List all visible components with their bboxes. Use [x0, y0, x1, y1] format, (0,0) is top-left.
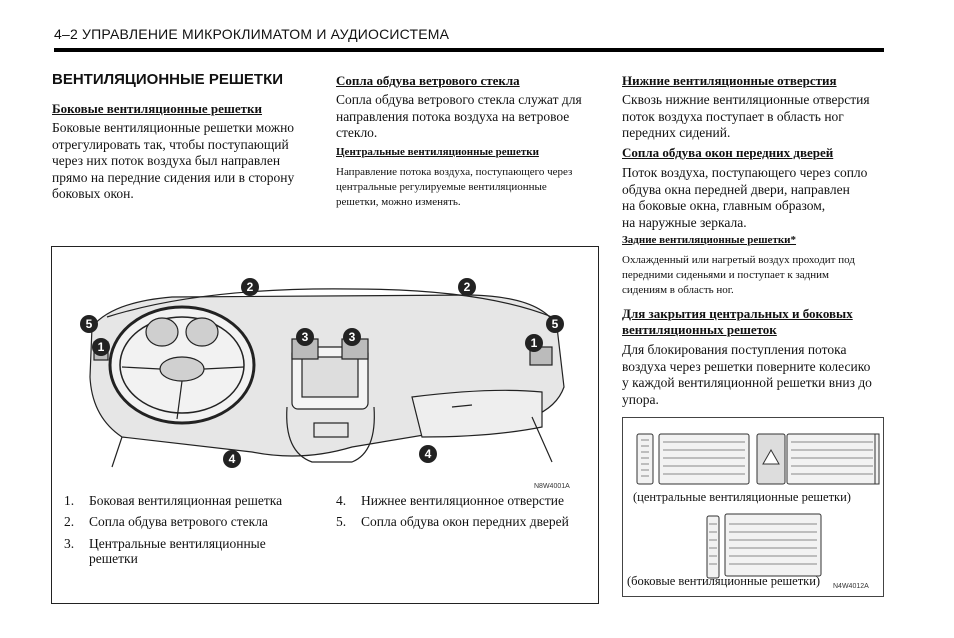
paragraph-side-vents: Боковые вентиляционные решетки можно отр… — [52, 120, 294, 203]
subheading-central-vents: Центральные вентиляционные решетки — [336, 146, 539, 158]
vents-illustration — [636, 433, 880, 579]
subheading-line: Для закрытия центральных и боковых — [622, 306, 853, 321]
text-line: центральные регулируемые вентиляционные — [336, 181, 547, 193]
paragraph-central-vents: Направление потока воздуха, поступающего… — [336, 165, 572, 210]
subheading-door-window: Сопла обдува окон передних дверей — [622, 145, 834, 160]
callout-3: 3 — [349, 330, 356, 344]
subheading-lower-vents: Нижние вентиляционные отверстия — [622, 73, 837, 88]
legend-text: Боковая вентиляционная решетка — [89, 493, 283, 508]
legend-num: 5. — [336, 514, 347, 529]
callout-2: 2 — [247, 280, 254, 294]
callout-4: 4 — [229, 452, 236, 466]
callout-4: 4 — [425, 447, 432, 461]
text-line: Боковые вентиляционные решетки можно — [52, 120, 295, 135]
callout-1: 1 — [531, 336, 538, 350]
legend-text: Центральные вентиляционные — [89, 536, 266, 551]
callout-5: 5 — [552, 317, 559, 331]
legend-text: Сопла обдува окон передних дверей — [361, 514, 569, 529]
subheading-windshield: Сопла обдува ветрового стекла — [336, 73, 520, 88]
figure-code: N8W4001A — [534, 483, 570, 490]
text-line: обдува окна передней двери, направлен — [622, 181, 850, 197]
legend-text: Сопла обдува ветрового стекла — [89, 514, 268, 529]
text-line: стекло. — [336, 125, 378, 140]
dashboard-figure: 2 2 5 5 1 1 3 3 4 4 N8W4001A 1. Боковая … — [51, 246, 599, 604]
legend-num: 3. — [64, 536, 75, 551]
caption-side-vents: (боковые вентиляционные решетки) — [627, 574, 821, 588]
callout-3: 3 — [302, 330, 309, 344]
paragraph-rear-vents: Охлажденный или нагретый воздух проходит… — [622, 253, 855, 298]
page-header: 4–2 УПРАВЛЕНИЕ МИКРОКЛИМАТОМ И АУДИОСИСТ… — [54, 26, 450, 42]
caption-central-vents: (центральные вентиляционные решетки) — [633, 490, 851, 504]
section-title: ВЕНТИЛЯЦИОННЫЕ РЕШЕТКИ — [52, 71, 284, 88]
text-line: направления потока воздуха на ветровое — [336, 108, 570, 124]
legend-num: 4. — [336, 493, 347, 508]
legend-num: 2. — [64, 514, 75, 529]
paragraph-lower-vents: Сквозь нижние вентиляционные отверстия п… — [622, 92, 870, 142]
legend-text: решетки — [89, 551, 138, 566]
subheading-rear-vents: Задние вентиляционные решетки* — [622, 234, 797, 246]
text-line: отрегулировать так, чтобы поступающий — [52, 136, 289, 152]
vents-figure: (центральные вентиляционные решетки) (бо… — [622, 417, 884, 597]
text-line: прямо на передние сидения или в сторону — [52, 169, 295, 185]
text-line: поток воздуха поступает в область ног — [622, 108, 844, 124]
text-line: упора. — [622, 391, 659, 407]
callout-1: 1 — [98, 340, 105, 354]
subheading-side-vents: Боковые вентиляционные решетки — [52, 101, 263, 116]
text-line: передних сидений. — [622, 125, 731, 140]
text-line: на наружные зеркала. — [622, 214, 747, 230]
text-line: Сквозь нижние вентиляционные отверстия — [622, 92, 870, 107]
text-line: Поток воздуха, поступающего через сопло — [622, 165, 868, 180]
legend-num: 1. — [64, 493, 75, 508]
text-line: Охлажденный или нагретый воздух проходит… — [622, 254, 855, 266]
legend-text: Нижнее вентиляционное отверстие — [361, 493, 565, 508]
text-line: решетки, можно изменять. — [336, 196, 461, 208]
text-line: сидениям в область ног. — [622, 284, 734, 296]
text-line: через них поток воздуха был направлен — [52, 153, 281, 168]
text-line: Направление потока воздуха, поступающего… — [336, 166, 573, 178]
text-line: боковых окон. — [52, 186, 134, 201]
text-line: воздуха через решетки поверните колесико — [622, 358, 871, 374]
header-rule — [54, 48, 884, 52]
text-line: Для блокирования поступления потока — [622, 342, 847, 357]
vents-figure-code: N4W4012A — [833, 583, 869, 590]
dashboard-illustration: 2 2 5 5 1 1 3 3 4 4 — [80, 278, 565, 468]
text-line: передними сиденьями и поступает к задним — [622, 269, 829, 281]
text-line: Сопла обдува ветрового стекла служат для — [336, 92, 582, 107]
subheading-close-vents: Для закрытия центральных и боковых венти… — [622, 306, 853, 338]
legend-left: 1. Боковая вентиляционная решетка 2. Соп… — [64, 493, 314, 593]
callout-2: 2 — [464, 280, 471, 294]
subheading-line: вентиляционных решеток — [622, 322, 777, 337]
callout-5: 5 — [86, 317, 93, 331]
paragraph-door-window: Поток воздуха, поступающего через сопло … — [622, 165, 867, 231]
paragraph-windshield: Сопла обдува ветрового стекла служат для… — [336, 92, 582, 142]
paragraph-close-vents: Для блокирования поступления потока возд… — [622, 342, 872, 408]
text-line: на боковые окна, главным образом, — [622, 198, 826, 213]
text-line: у каждой вентиляционной решетки вниз до — [622, 375, 872, 390]
legend-right: 4. Нижнее вентиляционное отверстие 5. Со… — [336, 493, 594, 553]
